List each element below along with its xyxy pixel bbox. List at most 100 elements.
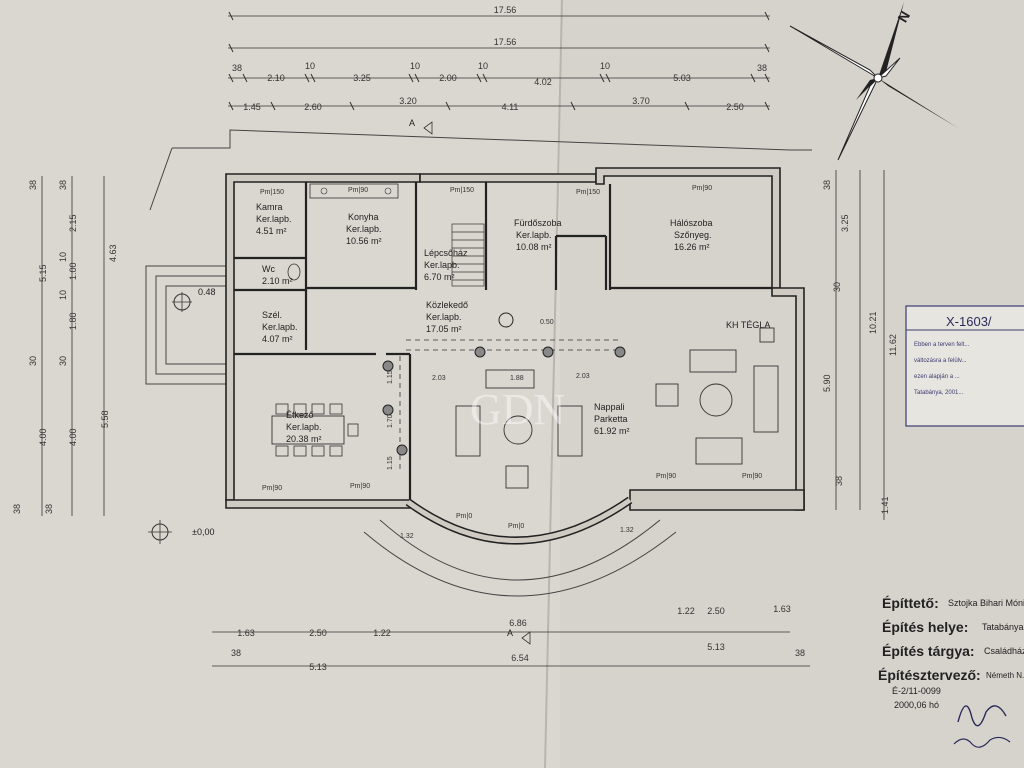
section-arrow-bottom bbox=[521, 631, 531, 645]
bottom-dim-row-1: 1.63 2.50 1.22 6.86 1.22 2.50 1.63 bbox=[237, 604, 791, 638]
room-floor: Ker.lapb. bbox=[286, 422, 322, 432]
dim-label: 3.20 bbox=[399, 96, 417, 106]
room-area: 4.07 m² bbox=[262, 334, 293, 344]
legend-value: Németh N... bbox=[986, 671, 1024, 680]
dim-label: 4.00 bbox=[38, 428, 48, 446]
top-dimension-ticks bbox=[228, 11, 770, 111]
bottom-dim-row-2: 38 5.13 6.54 5.13 38 bbox=[231, 642, 805, 672]
room-name: Szél. bbox=[262, 310, 282, 320]
legend-value: Családház bbox=[984, 646, 1024, 656]
window-mark: Pm|150 bbox=[576, 189, 600, 196]
dim-label: 38 bbox=[58, 180, 68, 190]
room-name: Konyha bbox=[348, 212, 379, 222]
dim-label: 11.62 bbox=[888, 334, 898, 356]
dim-label: 4.11 bbox=[502, 102, 519, 112]
dim-label: 38 bbox=[28, 180, 38, 190]
site-outline bbox=[172, 129, 812, 151]
legend-value: Tatabánya bbox=[982, 622, 1024, 632]
window-mark: Pm|90 bbox=[262, 485, 282, 492]
window-mark: Pm|90 bbox=[350, 483, 370, 490]
dim-label: 10 bbox=[58, 290, 68, 300]
beam-dim: 2.03 bbox=[432, 375, 446, 382]
columns bbox=[382, 312, 626, 456]
dim-label: 3.25 bbox=[353, 73, 371, 83]
section-arrow-top bbox=[423, 121, 433, 135]
section-mark-bottom: A bbox=[507, 628, 513, 638]
room-floor: Szőnyeg. bbox=[674, 230, 712, 240]
window-mark: Pm|90 bbox=[742, 473, 762, 480]
dim-label: 5.15 bbox=[38, 264, 48, 282]
stamp-line: Ebben a terven felt... bbox=[914, 342, 970, 348]
window-mark: Pm|90 bbox=[692, 185, 712, 192]
dim-label: 2.50 bbox=[726, 102, 744, 112]
room-area: 20.38 m² bbox=[286, 434, 322, 444]
dim-label: 38 bbox=[231, 648, 241, 658]
legend-label: Építés helye: bbox=[882, 619, 968, 635]
dim-label: 5.03 bbox=[673, 73, 691, 83]
room-area: 2.10 m² bbox=[262, 276, 293, 286]
room-floor: Ker.lapb. bbox=[424, 260, 460, 270]
terrace-level-text: 0.48 bbox=[198, 287, 216, 297]
dim-label: 10 bbox=[600, 61, 610, 71]
room-area: 16.26 m² bbox=[674, 242, 710, 252]
room-szelfogo: Szél. Ker.lapb. 4.07 m² bbox=[262, 310, 298, 344]
legend-date: 2000,06 hó bbox=[894, 700, 939, 710]
legend-label: Építés tárgya: bbox=[882, 643, 975, 659]
room-floor: Ker.lapb. bbox=[516, 230, 552, 240]
dim-label: 4.00 bbox=[68, 428, 78, 446]
dining-table bbox=[271, 415, 345, 445]
legend-label: Építésztervező: bbox=[878, 667, 981, 683]
watermark: GDN bbox=[470, 385, 565, 434]
room-floor: Ker.lapb. bbox=[262, 322, 298, 332]
window-mark: Pm|90 bbox=[656, 473, 676, 480]
dim-label: 5.58 bbox=[100, 410, 110, 428]
dim-label: 10 bbox=[478, 61, 488, 71]
dim-label: 5.90 bbox=[822, 374, 832, 392]
window-mark: Pm|90 bbox=[348, 187, 368, 194]
room-area: 10.08 m² bbox=[516, 242, 552, 252]
left-dim-labels: 38 5.15 38 2.15 10 1.00 10 1.80 30 4.00 … bbox=[12, 180, 118, 514]
dim-label: 4.02 bbox=[534, 77, 552, 87]
room-area: 61.92 m² bbox=[594, 426, 630, 436]
title-block: Építtető: Sztojka Bihari Mónika Építés h… bbox=[878, 595, 1024, 710]
dim-label: 10 bbox=[305, 61, 315, 71]
dim-label: 1.63 bbox=[773, 604, 791, 614]
dim-label: 1.41 bbox=[880, 496, 890, 514]
room-name: Kamra bbox=[256, 202, 283, 212]
dim-label: 1.45 bbox=[243, 102, 261, 112]
dim-label: 1.00 bbox=[68, 262, 78, 280]
dim-label: 10.21 bbox=[868, 311, 878, 334]
dim-label: 1.80 bbox=[68, 312, 78, 330]
bay-terrace-edge-2 bbox=[363, 531, 677, 597]
room-etkezo: Étkező Ker.lapb. 20.38 m² bbox=[286, 410, 322, 444]
bay-terrace-edge-1 bbox=[379, 519, 661, 581]
room-area: 17.05 m² bbox=[426, 324, 462, 334]
room-konyha: Konyha Ker.lapb. 10.56 m² bbox=[346, 212, 382, 246]
room-name: Lépcsőház bbox=[424, 248, 468, 258]
dim-label: 2.00 bbox=[439, 73, 457, 83]
right-dim-labels: 38 3.25 30 5.90 38 10.21 11.62 1.41 bbox=[822, 180, 898, 514]
bottom-dimension-lines bbox=[212, 631, 810, 667]
top-dim-row-3: 38 2.10 10 3.25 10 2.00 10 4.02 10 5.03 … bbox=[232, 61, 767, 87]
dim-label: 3.70 bbox=[632, 96, 650, 106]
room-nappali: Nappali Parketta 61.92 m² bbox=[594, 402, 630, 436]
bay-window-wall-fill bbox=[406, 497, 632, 543]
left-dimension-lines bbox=[41, 176, 105, 516]
dim-label: 3.25 bbox=[840, 214, 850, 232]
site-outline-edge bbox=[149, 147, 173, 211]
room-lepcsohaz: Lépcsőház Ker.lapb. 6.70 m² bbox=[424, 248, 468, 282]
window-mark: Pm|0 bbox=[508, 523, 524, 530]
beam-dim: 0.50 bbox=[540, 319, 554, 326]
signature-scribble-2 bbox=[953, 736, 1011, 748]
chimney-label: KH TÉGLA bbox=[726, 320, 770, 330]
window-mark: Pm|150 bbox=[450, 187, 474, 194]
outer-walls bbox=[225, 167, 805, 511]
top-overall-dim-2: 17.56 bbox=[494, 37, 517, 47]
room-labels: Kamra Ker.lapb. 4.51 m² Konyha Ker.lapb.… bbox=[256, 202, 713, 444]
staircase bbox=[451, 223, 485, 287]
window-marks: Pm|150 Pm|90 Pm|150 Pm|150 Pm|90 Pm|90 P… bbox=[260, 185, 762, 530]
room-floor: Ker.lapb. bbox=[426, 312, 462, 322]
room-name: Wc bbox=[262, 264, 275, 274]
dim-label: 30 bbox=[28, 356, 38, 366]
